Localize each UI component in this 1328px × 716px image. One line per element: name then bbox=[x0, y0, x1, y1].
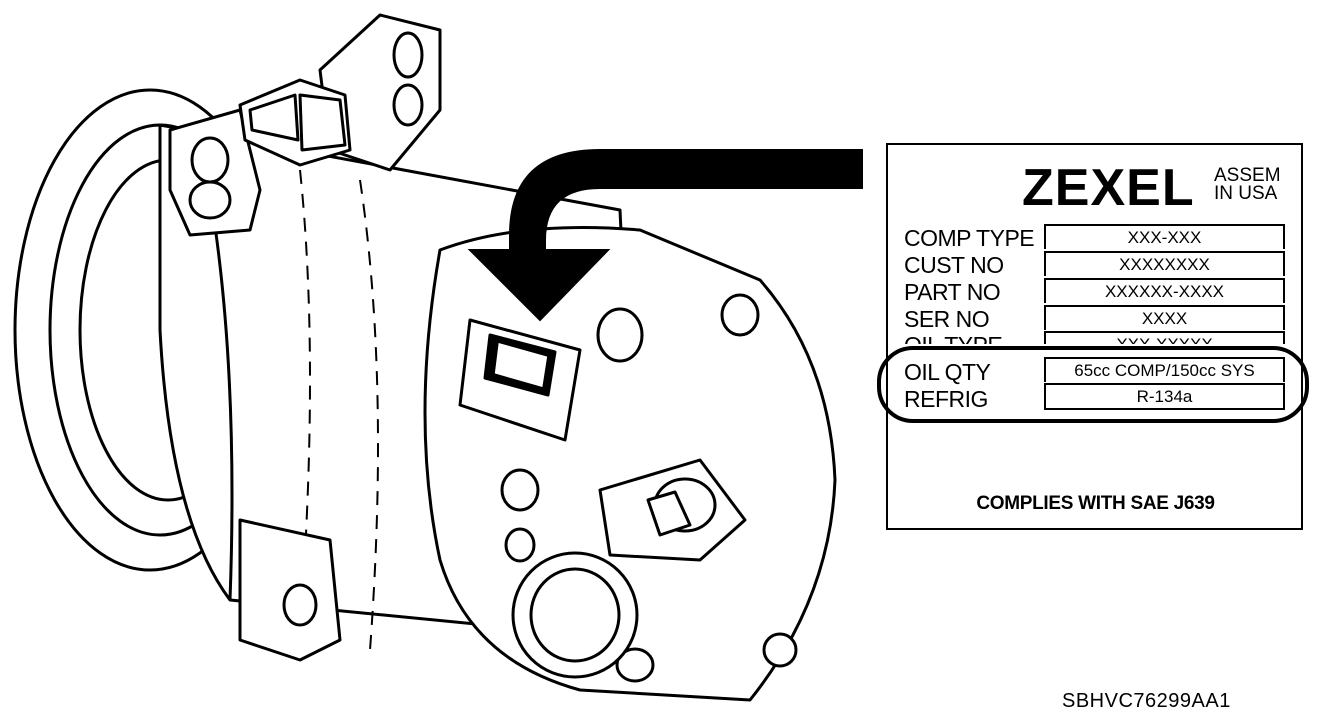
row-value-ser-no: XXXX bbox=[1044, 305, 1285, 330]
row-value-oil-qty: 65cc COMP/150cc SYS bbox=[1044, 357, 1285, 382]
assem-line-1: ASSEM bbox=[1214, 165, 1281, 186]
row-label-ser-no: SER NO bbox=[904, 306, 990, 332]
row-oil-type-partial: OIL TYPE XXX-XXXXX bbox=[888, 331, 1303, 344]
row-label-cust-no: CUST NO bbox=[904, 252, 1004, 278]
pointer-arrow bbox=[467, 149, 863, 322]
electrical-connector bbox=[238, 78, 352, 167]
mounting-bracket-bottom bbox=[238, 518, 342, 662]
service-port bbox=[598, 458, 747, 562]
row-label-part-no: PART NO bbox=[904, 279, 1001, 305]
row-label-refrig: REFRIG bbox=[904, 386, 988, 412]
brand-logo: ZEXEL bbox=[1022, 159, 1195, 217]
label-plate bbox=[458, 318, 582, 442]
row-value-cust-no: XXXXXXXX bbox=[1044, 251, 1285, 276]
discharge-port bbox=[511, 551, 639, 679]
compliance-text: COMPLIES WITH SAE J639 bbox=[976, 493, 1215, 514]
row-label-oil-type: OIL TYPE bbox=[904, 333, 1003, 344]
assem-line-2: IN USA bbox=[1214, 183, 1278, 204]
row-value-refrig: R-134a bbox=[1044, 383, 1285, 410]
spec-label-card: ZEXEL ASSEM IN USA COMP TYPE XXX-XXX CUS… bbox=[886, 143, 1303, 530]
row-label-oil-qty: OIL QTY bbox=[904, 359, 991, 385]
highlight-oval bbox=[877, 346, 1309, 423]
row-label-comp-type: COMP TYPE bbox=[904, 225, 1035, 251]
assembly-origin: ASSEM IN USA bbox=[1214, 165, 1281, 204]
figure-id: SBHVC76299AA1 bbox=[1062, 690, 1231, 712]
row-value-oil-type: XXX-XXXXX bbox=[1044, 331, 1285, 344]
row-value-part-no: XXXXXX-XXXX bbox=[1044, 278, 1285, 303]
row-value-comp-type: XXX-XXX bbox=[1044, 224, 1285, 249]
